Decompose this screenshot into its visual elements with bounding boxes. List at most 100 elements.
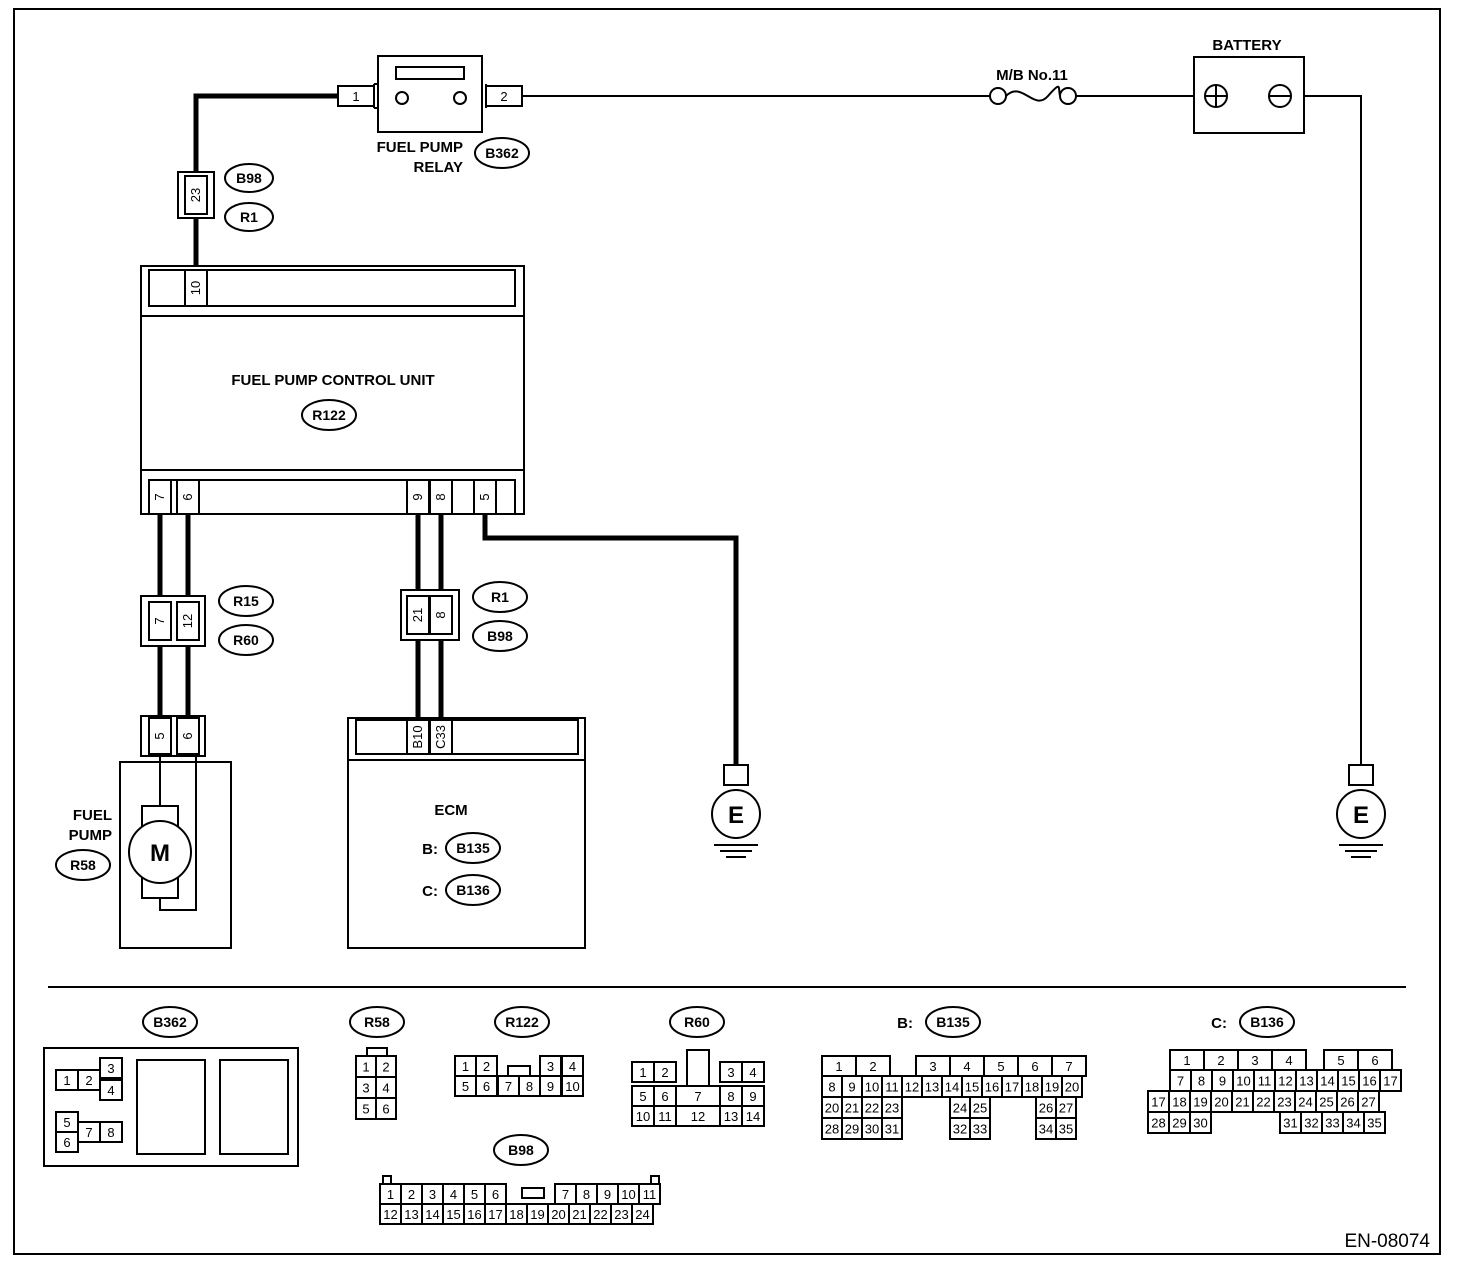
pin-cell-r58-4: 4: [375, 1076, 397, 1099]
ground-2-icon: [1336, 789, 1386, 839]
pin-label-b136-12: 12: [1278, 1074, 1292, 1089]
pin-label-b135-6: 6: [1031, 1059, 1038, 1074]
pin-cell-b135-15: 15: [961, 1075, 983, 1098]
pin-cell-r60-7: 7: [675, 1085, 721, 1107]
pin-cell-r58-3: 3: [355, 1076, 377, 1099]
pin-label-b135-18: 18: [1025, 1080, 1039, 1095]
joint-left-oval-a: [218, 585, 274, 617]
pin-label-b98-9: 9: [604, 1187, 611, 1202]
pin-cell-r60-3: 3: [719, 1061, 743, 1083]
pin-label-b98-4: 4: [450, 1187, 457, 1202]
pin-label-b362-7: 7: [85, 1125, 92, 1140]
cu-connector-code: R122: [312, 407, 346, 423]
pin-label-b362-8: 8: [107, 1125, 114, 1140]
pin-cell-r60-12: 12: [675, 1105, 721, 1127]
pin-label-r122-6: 6: [483, 1079, 490, 1094]
pin-cell-b136-20: 20: [1210, 1090, 1233, 1113]
joint-b98-r1-top: 23 B98 R1: [177, 163, 274, 232]
pin-label-r58-2: 2: [382, 1060, 389, 1075]
pin-label-r60-10: 10: [636, 1109, 650, 1124]
pin-label-b98-12: 12: [383, 1207, 397, 1222]
pin-cell-b135-23: 23: [881, 1096, 903, 1119]
pin-cell-b135-5: 5: [983, 1055, 1019, 1077]
connector-view-r58: R58: [349, 1006, 405, 1057]
pin-label-r60-3: 3: [727, 1065, 734, 1080]
pin-cell-b98-5: 5: [463, 1183, 486, 1205]
pin-label-b135-32: 32: [953, 1122, 967, 1137]
pin-label-r60-7: 7: [694, 1089, 701, 1104]
pin-label-b98-18: 18: [509, 1207, 523, 1222]
pin-label-b135-8: 8: [828, 1080, 835, 1095]
pin-label-b98-2: 2: [408, 1187, 415, 1202]
pin-label-r60-12: 12: [691, 1109, 705, 1124]
cv-b362-title: B362: [153, 1014, 187, 1030]
pin-cell-b98-4: 4: [442, 1183, 465, 1205]
pin-label-b136-32: 32: [1304, 1116, 1318, 1131]
pin-cell-b135-16: 16: [981, 1075, 1003, 1098]
pin-label-b98-13: 13: [404, 1207, 418, 1222]
cu-pin-5: 5: [477, 493, 492, 500]
pin-cell-b135-8: 8: [821, 1075, 843, 1098]
pin-cell-b136-24: 24: [1294, 1090, 1317, 1113]
pin-cell-b135-19: 19: [1041, 1075, 1063, 1098]
pin-cell-b98-6: 6: [484, 1183, 507, 1205]
connector-view-b136: C: B136: [1211, 1006, 1295, 1038]
pin-label-b136-19: 19: [1193, 1095, 1207, 1110]
pin-cell-b135-12: 12: [901, 1075, 923, 1098]
pin-cell-b362-4: 4: [99, 1079, 123, 1101]
pin-cell-b135-14: 14: [941, 1075, 963, 1098]
pin-label-b136-20: 20: [1214, 1095, 1228, 1110]
pin-label-b98-17: 17: [488, 1207, 502, 1222]
pin-cell-b136-2: 2: [1203, 1049, 1239, 1071]
pin-label-b135-34: 34: [1039, 1122, 1053, 1137]
ecm-b136-code: B136: [456, 882, 490, 898]
pin-cell-r122-10: 10: [561, 1075, 584, 1097]
pin-label-b135-30: 30: [865, 1122, 879, 1137]
pin-cell-b136-27: 27: [1357, 1090, 1380, 1113]
pin-cell-r60-4: 4: [741, 1061, 765, 1083]
fuel-pump-control-unit: 10 FUEL PUMP CONTROL UNIT R122 7 6 9 8 5: [140, 265, 525, 515]
pin-label-b136-5: 5: [1337, 1053, 1344, 1068]
pin-label-r60-11: 11: [658, 1109, 672, 1124]
pin-label-b135-26: 26: [1039, 1101, 1053, 1116]
pin-cell-b135-18: 18: [1021, 1075, 1043, 1098]
ground-1-icon: [711, 789, 761, 839]
pin-cell-b135-29: 29: [841, 1117, 863, 1140]
pin-cell-b98-3: 3: [421, 1183, 444, 1205]
wires: [157, 93, 1362, 765]
relay-label-line1: FUEL PUMP: [377, 139, 463, 156]
pin-cell-b136-25: 25: [1315, 1090, 1338, 1113]
joint-top-oval-b: [224, 202, 274, 232]
pin-cell-b98-1: 1: [379, 1183, 402, 1205]
pin-cell-b136-13: 13: [1295, 1069, 1318, 1092]
fuse-mb-11: M/B No.11: [989, 67, 1077, 105]
pin-label-b136-10: 10: [1236, 1074, 1250, 1089]
pin-cell-b135-28: 28: [821, 1117, 843, 1140]
pin-label-b136-7: 7: [1177, 1074, 1184, 1089]
pin-cell-b135-3: 3: [915, 1055, 951, 1077]
pin-cell-b136-35: 35: [1363, 1111, 1386, 1134]
pin-cell-b136-3: 3: [1237, 1049, 1273, 1071]
pin-label-r60-14: 14: [746, 1109, 760, 1124]
pin-cell-r58-2: 2: [375, 1055, 397, 1078]
pin-label-b135-19: 19: [1045, 1080, 1059, 1095]
joint-mid-oval-a: [472, 581, 528, 613]
pin-label-b136-16: 16: [1362, 1074, 1376, 1089]
pin-cell-b98-23: 23: [610, 1203, 633, 1225]
pin-cell-b135-33: 33: [969, 1117, 991, 1140]
pin-cell-b98-22: 22: [589, 1203, 612, 1225]
relay-pin-1: 1: [352, 89, 359, 104]
pin-label-r58-4: 4: [382, 1081, 389, 1096]
ecm-b135-code: B135: [456, 840, 490, 856]
pin-label-b98-19: 19: [530, 1207, 544, 1222]
pin-label-b136-13: 13: [1299, 1074, 1313, 1089]
pin-label-b135-21: 21: [845, 1101, 859, 1116]
pin-cell-b135-9: 9: [841, 1075, 863, 1098]
pin-label-b135-9: 9: [848, 1080, 855, 1095]
pin-cell-b135-4: 4: [949, 1055, 985, 1077]
pin-cell-b98-17: 17: [484, 1203, 507, 1225]
pin-cell-b362-3: 3: [99, 1057, 123, 1079]
connector-view-b98: B98: [382, 1134, 660, 1199]
pin-cell-r122-9: 9: [539, 1075, 562, 1097]
pin-cell-b136-26: 26: [1336, 1090, 1359, 1113]
